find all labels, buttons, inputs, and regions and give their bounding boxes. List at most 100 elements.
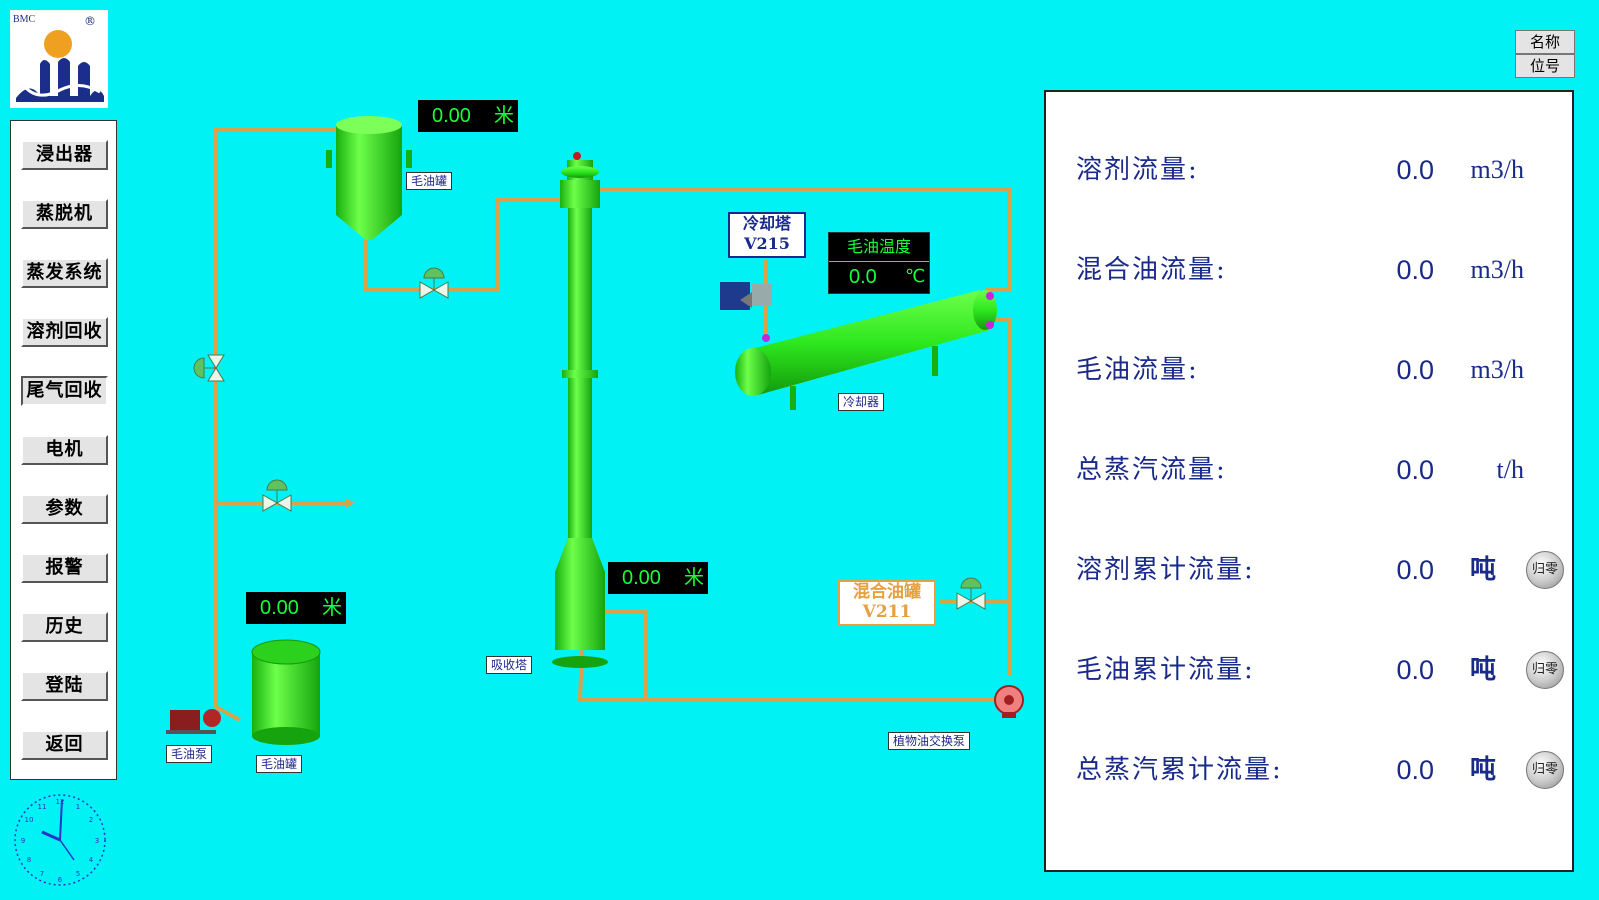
crude-oil-tank-bottom[interactable]	[251, 639, 321, 745]
flow-value: 0.0	[1396, 355, 1434, 385]
valve-1-icon[interactable]	[419, 267, 449, 299]
flow-unit: m3/h	[1470, 355, 1524, 384]
logo-mark-icon	[16, 30, 104, 102]
flow-unit: m3/h	[1470, 155, 1524, 184]
crude-oil-tank-top[interactable]	[326, 116, 412, 240]
bottom-tank-tag: 毛油罐	[256, 755, 303, 773]
nav-alarm-button[interactable]: 报警	[21, 553, 108, 583]
cooling-tower-name: 冷却塔	[742, 214, 791, 233]
svg-text:4: 4	[89, 856, 94, 864]
flow-row: 溶剂流量: 0.0 m3/h	[1046, 150, 1572, 190]
mixed-oil-tank-label[interactable]: 混合油罐 V211	[838, 580, 936, 626]
mixed-oil-tank-id: V211	[862, 602, 912, 622]
flow-label: 溶剂流量:	[1076, 155, 1199, 185]
cooling-tower-id: V215	[744, 234, 790, 253]
flow-value: 0.0	[1396, 555, 1434, 585]
top-tank-level-value: 0.00	[432, 105, 471, 127]
flow-value: 0.0	[1396, 155, 1434, 185]
svg-text:5: 5	[76, 870, 80, 878]
flow-row: 溶剂累计流量: 0.0 吨 归零	[1046, 550, 1572, 590]
svg-text:7: 7	[40, 870, 44, 878]
flow-label: 混合油流量:	[1076, 255, 1227, 285]
nav-return-button[interactable]: 返回	[21, 730, 108, 760]
logo-registered-mark: ®	[84, 14, 96, 28]
top-tank-tag: 毛油罐	[406, 172, 453, 190]
steam-total-reset-button[interactable]: 归零	[1526, 751, 1564, 789]
valve-2-icon[interactable]	[193, 354, 225, 382]
cooling-water-control-valve[interactable]	[720, 282, 772, 310]
absorber-level-readout: 0.00 米	[608, 562, 708, 594]
nav-evaporation-button[interactable]: 蒸发系统	[21, 258, 108, 288]
nav-tail-gas-button[interactable]: 尾气回收	[21, 376, 108, 406]
flow-unit: 吨	[1469, 555, 1496, 584]
cooler-tag: 冷却器	[838, 393, 885, 411]
side-navigation: 浸出器 蒸脱机 蒸发系统 溶剂回收 尾气回收 电机 参数 报警 历史 登陆 返回	[10, 120, 117, 780]
nav-solvent-recovery-button[interactable]: 溶剂回收	[21, 317, 108, 347]
oil-temp-title: 毛油温度	[829, 233, 929, 262]
flow-summary-panel: 溶剂流量: 0.0 m3/h 混合油流量: 0.0 m3/h 毛油流量: 0.0…	[1044, 90, 1574, 872]
flow-row: 混合油流量: 0.0 m3/h	[1046, 250, 1572, 290]
show-tag-toggle[interactable]: 位号	[1515, 54, 1575, 78]
nav-desolventizer-button[interactable]: 蒸脱机	[21, 199, 108, 229]
svg-text:10: 10	[25, 816, 34, 824]
flow-value: 0.0	[1396, 755, 1434, 785]
flow-label: 总蒸汽流量:	[1076, 455, 1227, 485]
svg-text:3: 3	[95, 837, 99, 845]
oil-temp-panel: 毛油温度 0.0 ℃	[828, 232, 930, 294]
valve-3-icon[interactable]	[262, 479, 292, 512]
valve-4-icon[interactable]	[956, 577, 986, 610]
bottom-tank-level-unit: 米	[322, 597, 342, 619]
nav-login-button[interactable]: 登陆	[21, 671, 108, 701]
nav-leaching-button[interactable]: 浸出器	[21, 140, 108, 170]
flow-label: 总蒸汽累计流量:	[1076, 755, 1283, 785]
oil-temp-unit: ℃	[905, 266, 926, 287]
svg-text:9: 9	[21, 837, 25, 845]
flow-label: 毛油累计流量:	[1076, 655, 1255, 685]
svg-text:6: 6	[58, 876, 63, 884]
exchange-pump-icon[interactable]	[994, 685, 1024, 718]
flow-label: 毛油流量:	[1076, 355, 1199, 385]
svg-text:11: 11	[38, 803, 47, 811]
svg-text:12: 12	[56, 798, 65, 806]
solvent-total-reset-button[interactable]: 归零	[1526, 551, 1564, 589]
flow-row: 总蒸汽累计流量: 0.0 吨 归零	[1046, 750, 1572, 790]
flow-unit: 吨	[1469, 655, 1496, 684]
flow-value: 0.0	[1396, 455, 1434, 485]
crude-oil-pump-icon[interactable]	[166, 709, 221, 734]
exchange-pump-tag: 植物油交换泵	[888, 732, 971, 750]
crude-oil-pump-tag: 毛油泵	[166, 745, 213, 763]
flow-unit: m3/h	[1470, 255, 1524, 284]
flow-value: 0.0	[1396, 255, 1434, 285]
flow-value: 0.0	[1396, 655, 1434, 685]
bottom-tank-level-value: 0.00	[260, 597, 299, 619]
absorber-level-value: 0.00	[622, 567, 661, 589]
mixed-oil-tank-name: 混合油罐	[853, 582, 921, 602]
cooling-tower-label[interactable]: 冷却塔 V215	[728, 212, 806, 258]
top-tank-level-unit: 米	[494, 105, 514, 127]
company-logo: BMC ®	[10, 10, 108, 108]
logo-brand: BMC	[13, 14, 36, 25]
flow-label: 溶剂累计流量:	[1076, 555, 1255, 585]
absorber-level-unit: 米	[684, 567, 704, 589]
process-diagram	[166, 116, 1024, 745]
top-tank-level-readout: 0.00 米	[418, 100, 518, 132]
svg-text:8: 8	[27, 856, 31, 864]
absorber-tower[interactable]	[552, 152, 608, 668]
nav-motor-button[interactable]: 电机	[21, 435, 108, 465]
flow-row: 毛油累计流量: 0.0 吨 归零	[1046, 650, 1572, 690]
absorber-tower-tag: 吸收塔	[486, 656, 533, 674]
svg-text:2: 2	[89, 816, 93, 824]
show-name-toggle[interactable]: 名称	[1515, 30, 1575, 54]
nav-parameters-button[interactable]: 参数	[21, 494, 108, 524]
pipe-network	[214, 128, 1011, 722]
svg-text:1: 1	[76, 803, 80, 811]
flow-unit: 吨	[1469, 755, 1496, 784]
cooler-heat-exchanger[interactable]	[735, 290, 997, 410]
flow-unit: t/h	[1496, 455, 1524, 484]
bottom-tank-level-readout: 0.00 米	[246, 592, 346, 624]
nav-history-button[interactable]: 历史	[21, 612, 108, 642]
flow-row: 毛油流量: 0.0 m3/h	[1046, 350, 1572, 390]
flow-row: 总蒸汽流量: 0.0 t/h	[1046, 450, 1572, 490]
crude-oil-total-reset-button[interactable]: 归零	[1526, 651, 1564, 689]
